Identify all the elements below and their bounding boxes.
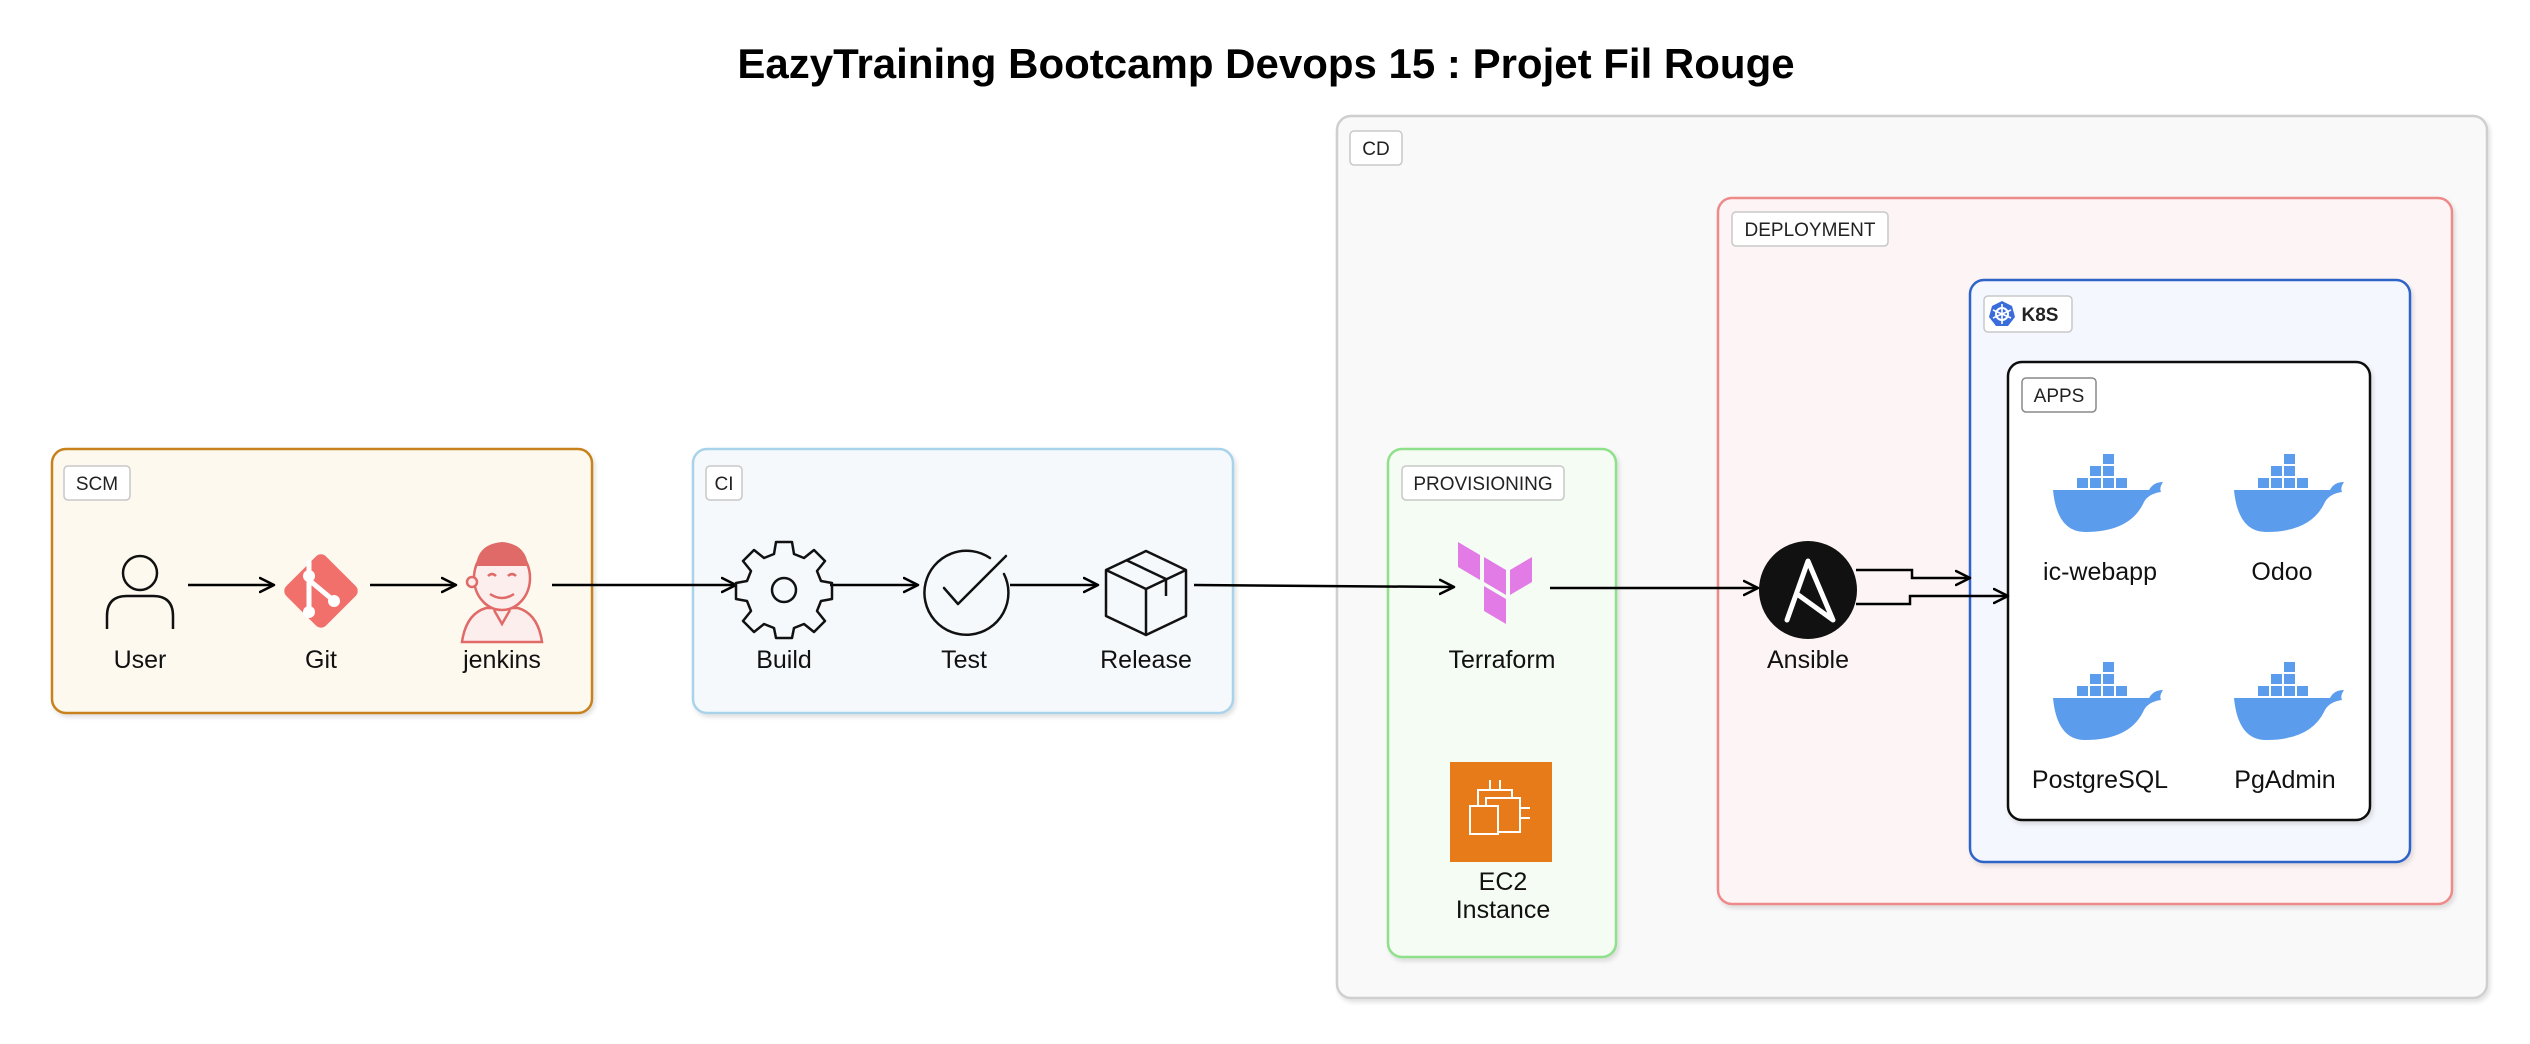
user-label: User [114,646,167,674]
ci-tag-label: CI [715,474,734,495]
app-postgresql[interactable]: PostgreSQL [2032,662,2168,794]
docker-icon [2234,454,2344,532]
app-ic-webapp[interactable]: ic-webapp [2043,454,2163,586]
terraform-label: Terraform [1449,646,1556,674]
jenkins-icon [460,542,544,644]
git-label: Git [305,646,337,674]
ansible-node[interactable]: Ansible [1759,541,1857,674]
ec2-instance-icon [1450,762,1552,862]
ansible-label: Ansible [1767,646,1849,674]
k8s-tag: K8S [1983,295,2073,333]
terraform-icon [1458,542,1532,624]
deployment-tag: DEPLOYMENT [1731,211,1889,247]
app-label-ic-webapp: ic-webapp [2043,558,2157,586]
app-label-pgadmin: PgAdmin [2234,766,2335,794]
kubernetes-icon [1989,301,2015,326]
docker-icon [2234,662,2344,740]
arrow-release-to-terraform [1193,585,1454,587]
release-label: Release [1100,646,1192,674]
user-node[interactable]: User [105,554,175,674]
build-label: Build [756,646,812,674]
docker-icon [2053,662,2163,740]
arrow-ansible-to-k8s [1856,568,1970,578]
gear-icon [734,540,834,640]
cd-tag: CD [1349,130,1403,166]
jenkins-node[interactable]: jenkins [460,542,544,674]
app-odoo[interactable]: Odoo [2234,454,2344,586]
jenkins-label: jenkins [462,646,541,674]
git-node[interactable]: Git [281,551,360,674]
k8s-tag-label: K8S [2022,305,2059,326]
provisioning-tag-label: PROVISIONING [1413,474,1552,495]
ec2-label-line1: EC2 [1479,868,1528,896]
apps-tag: APPS [2021,377,2097,413]
cd-tag-label: CD [1362,139,1389,160]
package-icon [1104,549,1188,637]
connectors [188,568,2008,606]
app-label-postgresql: PostgreSQL [2032,766,2168,794]
test-node[interactable]: Test [923,549,1010,674]
check-circle-icon [923,549,1010,636]
git-icon [284,554,358,628]
apps-group: APPS [2006,360,2372,822]
ci-tag: CI [705,465,743,501]
ansible-icon [1759,541,1857,639]
app-label-odoo: Odoo [2251,558,2312,586]
ec2-label-line2: Instance [1456,896,1551,924]
arrow-ansible-to-apps [1856,596,2008,606]
scm-tag-label: SCM [76,474,118,495]
release-node[interactable]: Release [1100,549,1192,674]
test-label: Test [941,646,987,674]
scm-tag: SCM [63,465,131,501]
ec2-node[interactable]: EC2 Instance [1450,762,1552,924]
docker-icon [2053,454,2163,532]
provisioning-tag: PROVISIONING [1401,465,1565,501]
deployment-tag-label: DEPLOYMENT [1745,220,1876,241]
app-pgadmin[interactable]: PgAdmin [2234,662,2344,794]
user-icon [105,554,175,629]
apps-tag-label: APPS [2034,386,2085,407]
build-node[interactable]: Build [734,540,834,674]
diagram-title: EazyTraining Bootcamp Devops 15 : Projet… [737,40,1794,87]
ci-group: CI [691,447,1235,715]
terraform-node[interactable]: Terraform [1449,542,1556,674]
provisioning-group: PROVISIONING [1386,447,1618,959]
